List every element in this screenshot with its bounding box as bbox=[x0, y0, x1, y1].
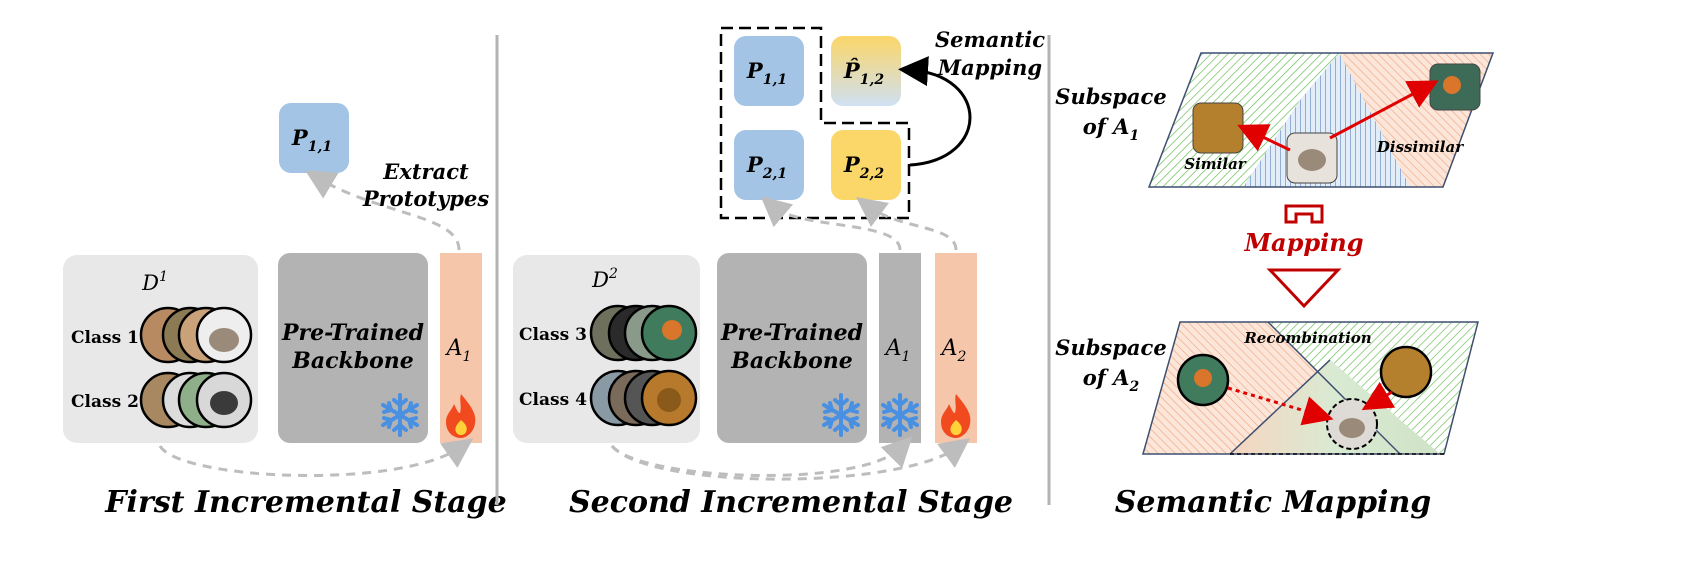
dataset2-label: D2 bbox=[591, 266, 618, 292]
prototype-frame bbox=[719, 26, 911, 220]
lion-to-cat-arrow bbox=[1361, 381, 1396, 411]
class3-label: Class 3 bbox=[519, 325, 587, 345]
prototype-p11-stage1 bbox=[279, 103, 349, 173]
data-flow-arrow1 bbox=[158, 438, 474, 478]
bird-to-cat-arrow bbox=[1227, 386, 1334, 426]
subspace1-line1: Subspace bbox=[1055, 84, 1166, 109]
adapter1-label: A1 bbox=[445, 336, 472, 365]
subspace2-line1: Subspace bbox=[1055, 335, 1166, 360]
extract-label-line1: Extract bbox=[382, 159, 469, 184]
data-flow-arrow-a1 bbox=[610, 436, 913, 478]
class3-images bbox=[589, 304, 698, 362]
prototype-p22-label: P2,2 bbox=[843, 152, 884, 182]
backbone1-line2: Backbone bbox=[291, 348, 414, 374]
backbone1 bbox=[278, 253, 428, 443]
subspace2-line2: of A2 bbox=[1083, 365, 1140, 395]
adapter-a1-label: A1 bbox=[884, 336, 911, 365]
stage2-group: D2 Class 3 Class 4 Pre-Trained Backbone … bbox=[513, 26, 1045, 520]
semantic-mapping-line2: Mapping bbox=[937, 55, 1042, 80]
stage3-caption: Semantic Mapping bbox=[1115, 485, 1432, 520]
adapter-a2-label: A2 bbox=[940, 336, 967, 365]
lion-circle bbox=[1379, 345, 1433, 399]
class2-images bbox=[139, 371, 253, 429]
subspace1-line2: of A1 bbox=[1083, 114, 1139, 144]
class2-label: Class 2 bbox=[71, 392, 139, 412]
semantic-mapping-arrow bbox=[898, 56, 972, 167]
backbone2-line2: Backbone bbox=[730, 348, 853, 374]
class4-label: Class 4 bbox=[519, 390, 587, 410]
prototype-p22 bbox=[831, 130, 901, 200]
similar-arrow bbox=[1237, 124, 1291, 152]
semantic-mapping-line1: Semantic bbox=[935, 27, 1045, 52]
class1-images bbox=[139, 306, 253, 364]
similar-label: Similar bbox=[1184, 155, 1247, 173]
dissimilar-label: Dissimilar bbox=[1376, 138, 1464, 156]
stage1-group: D1 Class 1 Class 2 Pre-Trained Backbone … bbox=[63, 103, 507, 520]
recombination-label: Recombination bbox=[1243, 329, 1371, 347]
backbone2-line1: Pre-Trained bbox=[720, 320, 863, 346]
extract-arrow-a2 bbox=[855, 197, 958, 251]
lion-image bbox=[1192, 102, 1244, 154]
prototype-p21-label: P2,1 bbox=[746, 152, 787, 182]
prototype-p12-mapped bbox=[831, 36, 901, 106]
class1-label: Class 1 bbox=[71, 328, 139, 348]
prototype-p12-label: P̂1,2 bbox=[843, 58, 884, 88]
backbone1-line1: Pre-Trained bbox=[281, 320, 424, 346]
prototype-label: P1,1 bbox=[291, 125, 332, 155]
mapping-arrow-head bbox=[1266, 268, 1342, 309]
prototype-p11-label: P1,1 bbox=[746, 58, 787, 88]
stage3-group: Subspace of A1 Similar Dissimilar Mappin… bbox=[1055, 52, 1495, 520]
prototype-p11 bbox=[734, 36, 804, 106]
stage1-caption: First Incremental Stage bbox=[104, 485, 507, 520]
stage2-caption: Second Incremental Stage bbox=[569, 485, 1013, 520]
extract-label-line2: Prototypes bbox=[362, 186, 490, 211]
prototype-p21 bbox=[734, 130, 804, 200]
class4-images bbox=[589, 369, 698, 427]
mapping-arrow-stem bbox=[1284, 204, 1324, 224]
mapping-label: Mapping bbox=[1243, 228, 1363, 257]
backbone2 bbox=[717, 253, 867, 443]
dissimilar-arrow bbox=[1329, 80, 1439, 140]
dataset1-label: D1 bbox=[141, 269, 168, 295]
data-flow-arrow-a2 bbox=[610, 438, 971, 481]
